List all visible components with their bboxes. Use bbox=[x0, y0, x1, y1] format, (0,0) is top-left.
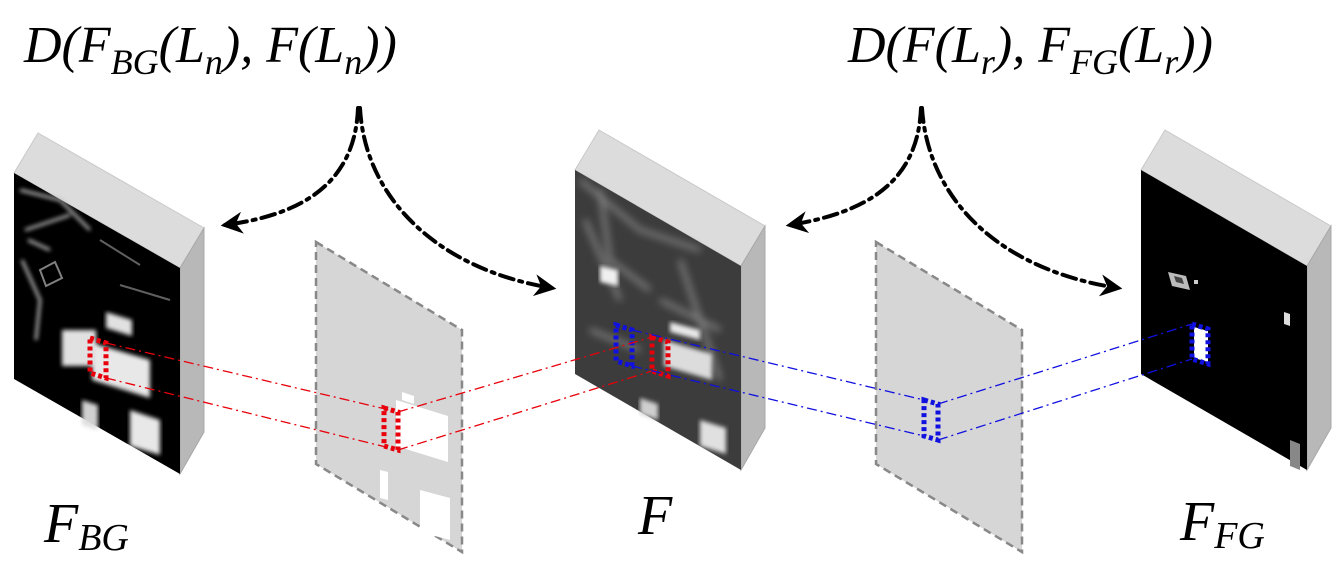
bg-block-side bbox=[179, 226, 205, 476]
center-feature-texture bbox=[578, 178, 726, 454]
bg-mask-plane bbox=[314, 239, 464, 555]
fg-block-face bbox=[1141, 170, 1307, 470]
center-block-side bbox=[740, 224, 766, 472]
bg-block-face bbox=[14, 173, 180, 474]
arrows bbox=[220, 106, 1123, 297]
bg-correspondence-lines bbox=[105, 336, 653, 451]
center-feature-block bbox=[574, 129, 766, 472]
arrow-to-fg-feature bbox=[920, 106, 1123, 297]
label-center-feature: F bbox=[637, 485, 673, 547]
fg-patch-highlight bbox=[1189, 320, 1211, 368]
fg-correspondence-lines bbox=[631, 323, 1193, 441]
arrow-to-center-feature bbox=[358, 106, 557, 297]
formula-background-distance: D(FBG(Ln), F(Ln)) bbox=[23, 17, 397, 82]
fg-block-side bbox=[1306, 224, 1332, 472]
fg-feature-block bbox=[1140, 129, 1332, 472]
fg-mask-plane bbox=[874, 239, 1024, 555]
center-block-face bbox=[575, 170, 741, 470]
center-bg-patch-highlight bbox=[649, 333, 671, 380]
arrow-to-center-feature-right bbox=[785, 106, 923, 234]
label-fg-feature: FFG bbox=[1179, 491, 1265, 557]
arrow-to-bg-feature bbox=[220, 106, 360, 234]
label-bg-feature: FBG bbox=[43, 493, 129, 559]
formula-foreground-distance: D(F(Lr), FFG(Lr)) bbox=[847, 17, 1213, 82]
bg-feature-block bbox=[13, 132, 205, 476]
